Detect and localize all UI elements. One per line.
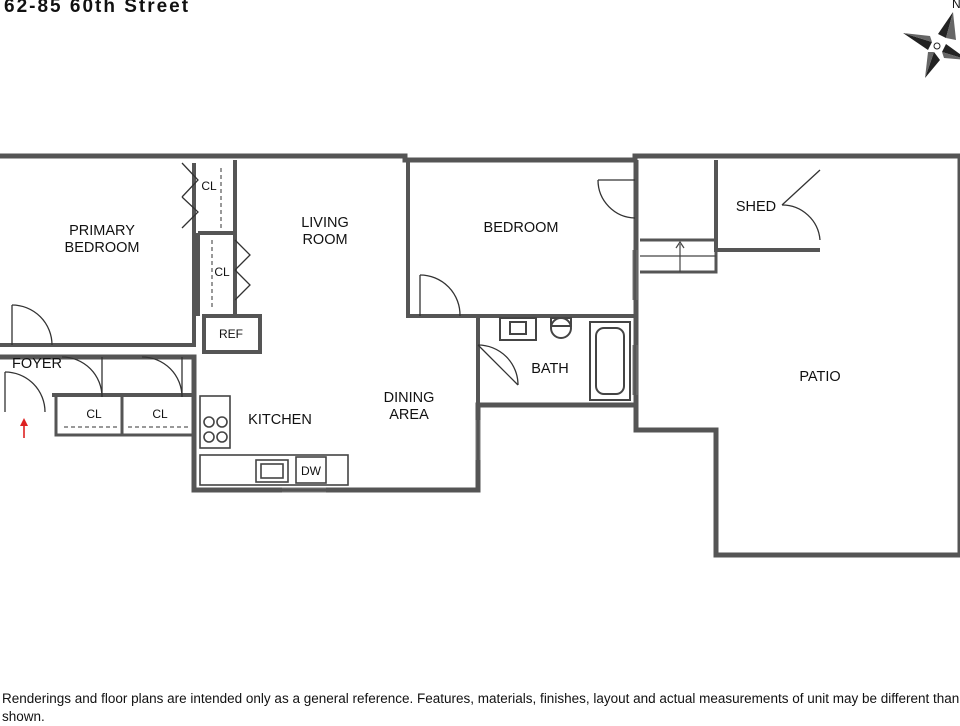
closet-label-1: CL <box>201 179 217 193</box>
room-label-dining-area-line2: AREA <box>389 407 429 423</box>
kitchen-fixtures <box>199 395 349 486</box>
compass-rose-icon: N <box>903 0 960 78</box>
steps <box>640 240 716 272</box>
bath-fixtures <box>499 317 631 401</box>
room-label-foyer: FOYER <box>12 356 62 372</box>
dishwasher-label: DW <box>301 464 322 478</box>
floor-plan: N <box>0 0 960 558</box>
closet-lines <box>64 168 222 428</box>
windows <box>282 250 638 493</box>
room-label-primary-bedroom-line2: BEDROOM <box>65 240 140 256</box>
address-title: 62-85 60th Street <box>4 0 191 17</box>
room-label-living-room-line1: LIVING <box>301 215 349 231</box>
walls <box>0 153 960 558</box>
disclaimer-text: Renderings and floor plans are intended … <box>2 691 960 724</box>
room-label-patio: PATIO <box>799 369 840 385</box>
room-label-kitchen: KITCHEN <box>248 412 312 428</box>
room-label-bath: BATH <box>531 361 569 377</box>
room-label-shed: SHED <box>736 199 776 215</box>
room-label-primary-bedroom-line1: PRIMARY <box>69 223 135 239</box>
room-label-dining-area-line1: DINING <box>384 390 435 406</box>
entrance-arrow-icon <box>20 418 28 438</box>
room-label-living-room-line2: ROOM <box>302 232 347 248</box>
closet-label-4: CL <box>152 407 168 421</box>
room-label-bedroom: BEDROOM <box>484 220 559 236</box>
compass-north-label: N <box>952 0 960 11</box>
refrigerator-label: REF <box>219 327 243 341</box>
closet-label-3: CL <box>86 407 102 421</box>
closet-label-2: CL <box>214 265 230 279</box>
door-swings <box>4 162 821 413</box>
